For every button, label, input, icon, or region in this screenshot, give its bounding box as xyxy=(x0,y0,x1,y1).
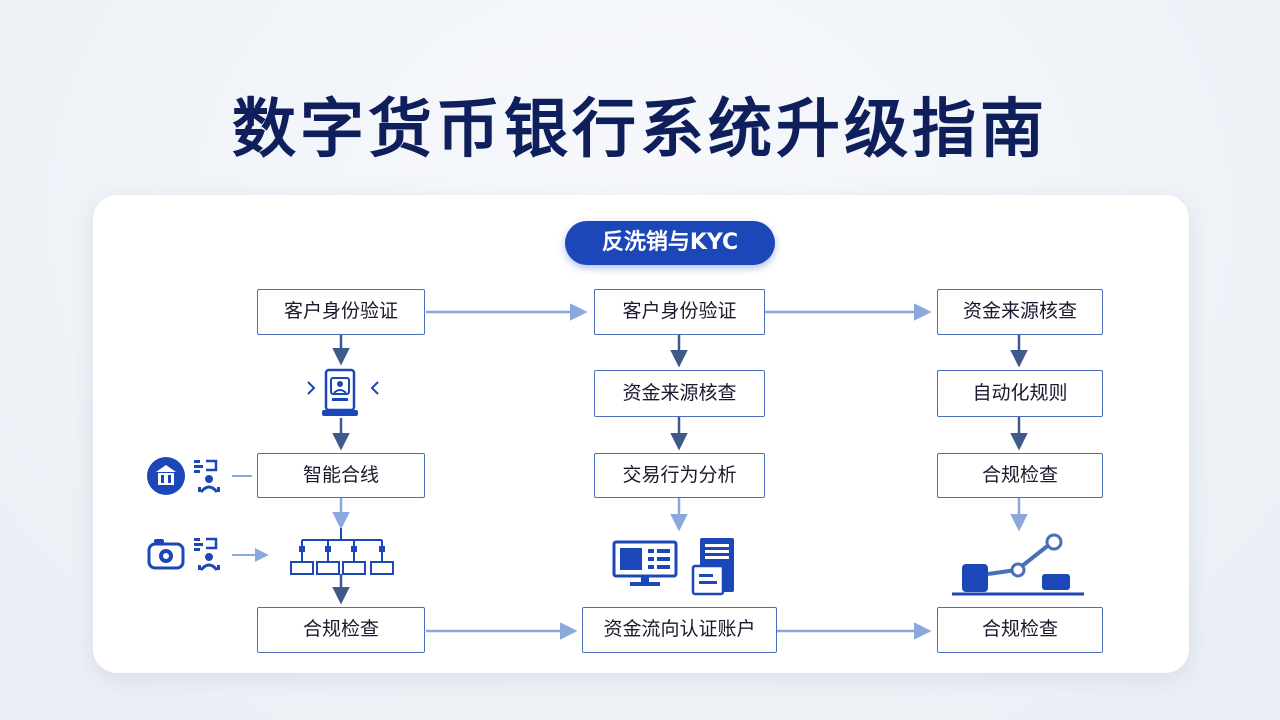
monitor-dashboard-icon xyxy=(612,540,678,586)
node-left-identity[interactable]: 客户身份验证 xyxy=(257,289,425,335)
section-pill[interactable]: 反洗销与KYC xyxy=(565,221,775,265)
node-right-fund-source[interactable]: 资金来源核查 xyxy=(937,289,1103,335)
node-middle-fund-flow[interactable]: 资金流向认证账户 xyxy=(582,607,777,653)
robot-arm-icon xyxy=(952,533,1084,596)
people-network-icon xyxy=(194,459,220,493)
people-network-icon xyxy=(194,537,220,571)
id-card-phone-icon xyxy=(307,368,379,416)
bank-icon xyxy=(147,457,185,495)
page-title: 数字货币银行系统升级指南 xyxy=(232,93,1048,167)
node-right-auto-rules[interactable]: 自动化规则 xyxy=(937,370,1103,417)
node-middle-fund-source[interactable]: 资金来源核查 xyxy=(594,370,765,417)
node-right-compliance-1[interactable]: 合规检查 xyxy=(937,453,1103,498)
node-middle-behavior[interactable]: 交易行为分析 xyxy=(594,453,765,498)
node-left-compliance[interactable]: 合规检查 xyxy=(257,607,425,653)
node-left-smart-contract[interactable]: 智能合线 xyxy=(257,453,425,498)
camera-icon xyxy=(147,539,185,570)
document-stack-icon xyxy=(691,538,734,596)
node-middle-identity[interactable]: 客户身份验证 xyxy=(594,289,765,335)
node-right-compliance-2[interactable]: 合规检查 xyxy=(937,607,1103,653)
hierarchy-tree-icon xyxy=(290,528,394,575)
